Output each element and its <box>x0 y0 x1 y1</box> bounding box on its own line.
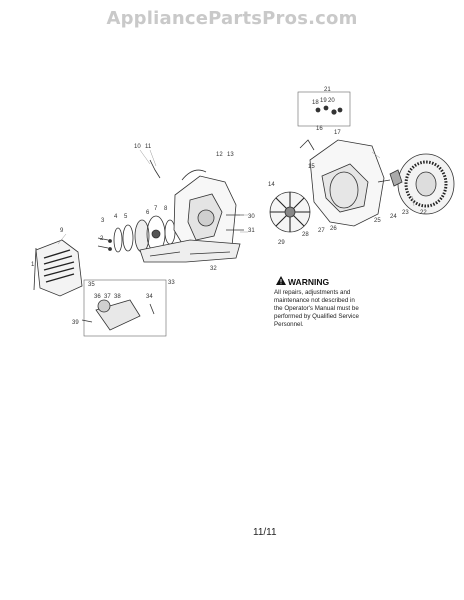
callout-24: 24 <box>390 214 397 220</box>
callout-19: 19 <box>320 98 327 104</box>
callout-1: 1 <box>31 262 35 268</box>
warning-line-2: maintenance not described in <box>274 297 355 304</box>
callout-32: 32 <box>210 266 217 272</box>
callout-31: 31 <box>248 228 255 234</box>
callout-17: 17 <box>334 130 341 136</box>
callout-6: 6 <box>146 210 150 216</box>
callout-38: 38 <box>114 294 121 300</box>
callout-33: 33 <box>168 280 175 286</box>
impeller <box>269 191 311 233</box>
callout-16: 16 <box>316 126 323 132</box>
callout-12: 12 <box>216 152 223 158</box>
callout-26: 26 <box>330 226 337 232</box>
callout-23: 23 <box>402 210 409 216</box>
callout-35: 35 <box>88 282 95 288</box>
callout-34: 34 <box>146 294 153 300</box>
callout-7: 7 <box>154 206 158 212</box>
intake-grille <box>397 153 455 215</box>
callout-10: 10 <box>134 144 141 150</box>
small-parts-group <box>297 91 351 127</box>
callout-14: 14 <box>268 182 275 188</box>
warning-line-1: All repairs, adjustments and <box>274 289 351 296</box>
callout-2: 2 <box>100 236 104 242</box>
callout-15: 15 <box>308 164 315 170</box>
warning-line-5: Personnel. <box>274 321 304 328</box>
cover-part <box>33 239 83 297</box>
clips <box>377 169 403 187</box>
callout-27: 27 <box>318 228 325 234</box>
base-plate <box>139 239 241 263</box>
screws-left <box>97 237 112 251</box>
callout-20: 20 <box>328 98 335 104</box>
callout-29: 29 <box>278 240 285 246</box>
callout-3: 3 <box>101 218 105 224</box>
callout-37: 37 <box>104 294 111 300</box>
callout-4: 4 <box>114 214 118 220</box>
callout-22: 22 <box>420 210 427 216</box>
warning-block: WARNING All repairs, adjustments and mai… <box>274 276 360 328</box>
callout-11: 11 <box>145 144 152 150</box>
warning-title: WARNING <box>288 277 329 287</box>
warning-triangle-icon <box>276 276 286 285</box>
callout-25: 25 <box>374 218 381 224</box>
callout-28: 28 <box>302 232 309 238</box>
callout-5: 5 <box>124 214 128 220</box>
warning-line-3: the Operator's Manual must be <box>274 305 359 312</box>
callout-13: 13 <box>227 152 234 158</box>
callout-8: 8 <box>164 206 168 212</box>
page-number: 11/11 <box>253 527 277 538</box>
callout-18: 18 <box>312 100 319 106</box>
callout-36: 36 <box>94 294 101 300</box>
engine-housing <box>149 159 237 257</box>
callout-21: 21 <box>324 87 331 93</box>
callout-39: 39 <box>72 320 79 326</box>
warning-line-4: performed by Qualified Service <box>274 313 360 320</box>
callout-9: 9 <box>60 228 64 234</box>
leader-lines <box>57 149 415 245</box>
callout-30: 30 <box>248 214 255 220</box>
blower-housing <box>299 139 385 227</box>
starter-box <box>81 279 167 337</box>
watermark: AppliancePartsPros.com <box>106 8 358 29</box>
callout-labels: 1 9 3 4 5 6 7 8 2 10 11 12 13 14 15 16 1… <box>31 87 427 326</box>
